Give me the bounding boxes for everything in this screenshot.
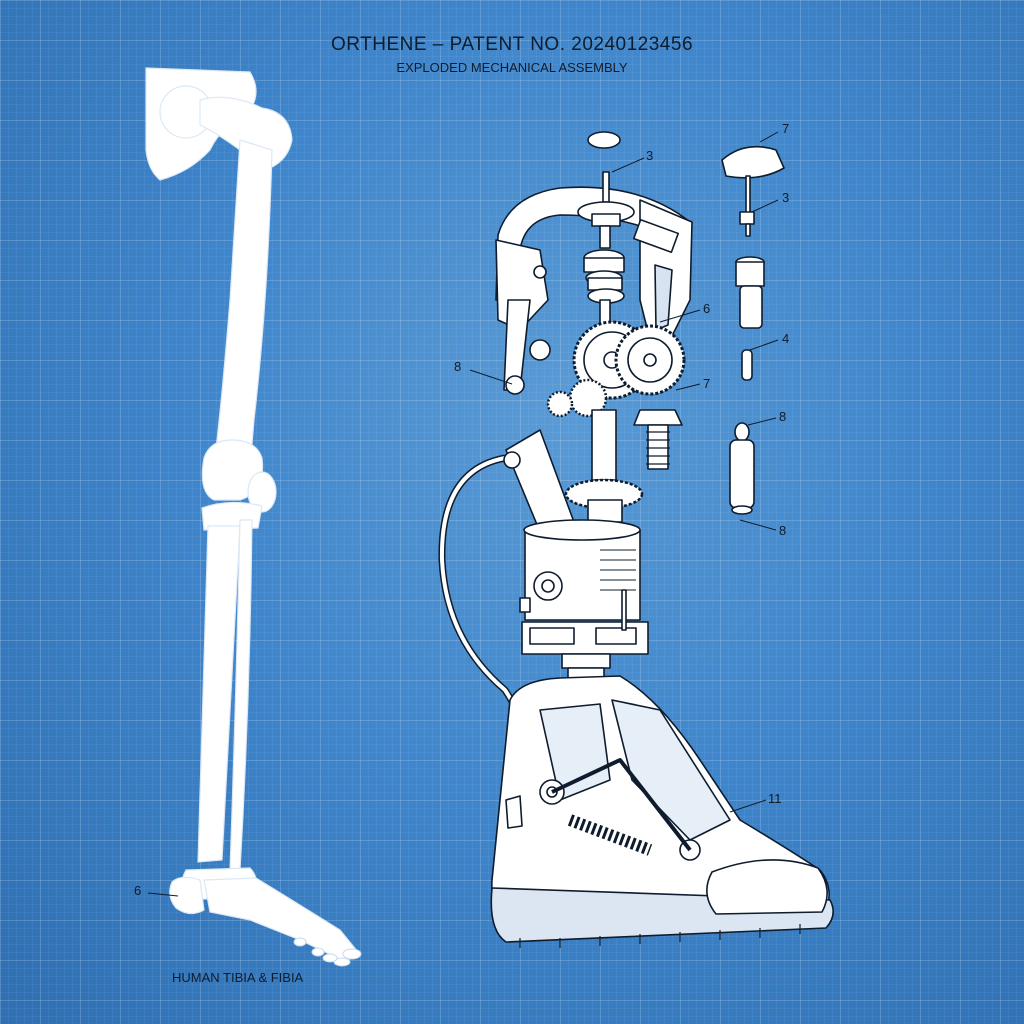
skeleton-caption: HUMAN TIBIA & FIBIA [172,970,304,985]
callout-label: 4 [782,331,789,346]
toe-bones [293,937,362,967]
prosthetic-assembly [438,131,834,948]
knee-shaft [591,409,617,481]
callout-label: 3 [782,190,789,205]
heel-tab [505,795,523,829]
shock-absorber [729,439,755,509]
patella [247,471,277,513]
threaded-bolt [633,409,683,426]
callout-label: 3 [646,148,653,163]
page-subtitle: EXPLODED MECHANICAL ASSEMBLY [396,60,628,75]
cap-nut [721,145,785,179]
callout-label: 7 [782,121,789,136]
callout-label: 11 [768,791,782,806]
top-pin [602,171,610,203]
metatarsals [203,877,359,963]
shock-eyelet [734,422,750,442]
femur-shaft [213,139,273,469]
calcaneus [169,876,205,915]
callout-label: 6 [703,301,710,316]
human-leg-skeleton [145,67,359,963]
tibia-shaft [197,525,241,863]
callout-leaders [147,131,779,897]
callout-label: 8 [779,409,786,424]
callout-label: 8 [779,523,786,538]
callout-label: 6 [134,883,141,898]
small-collar [739,211,755,225]
page-title: ORTHENE – PATENT NO. 20240123456 [330,34,694,55]
toe-cap [706,859,828,915]
bushing-body [739,285,763,329]
callout-label: 8 [454,359,461,374]
pylon-adapter [561,653,611,669]
dowel-pin [741,349,753,381]
callout-label: 7 [703,376,710,391]
ankle-spring [567,814,653,856]
femur-condyles [201,439,264,501]
top-cap [587,131,621,149]
